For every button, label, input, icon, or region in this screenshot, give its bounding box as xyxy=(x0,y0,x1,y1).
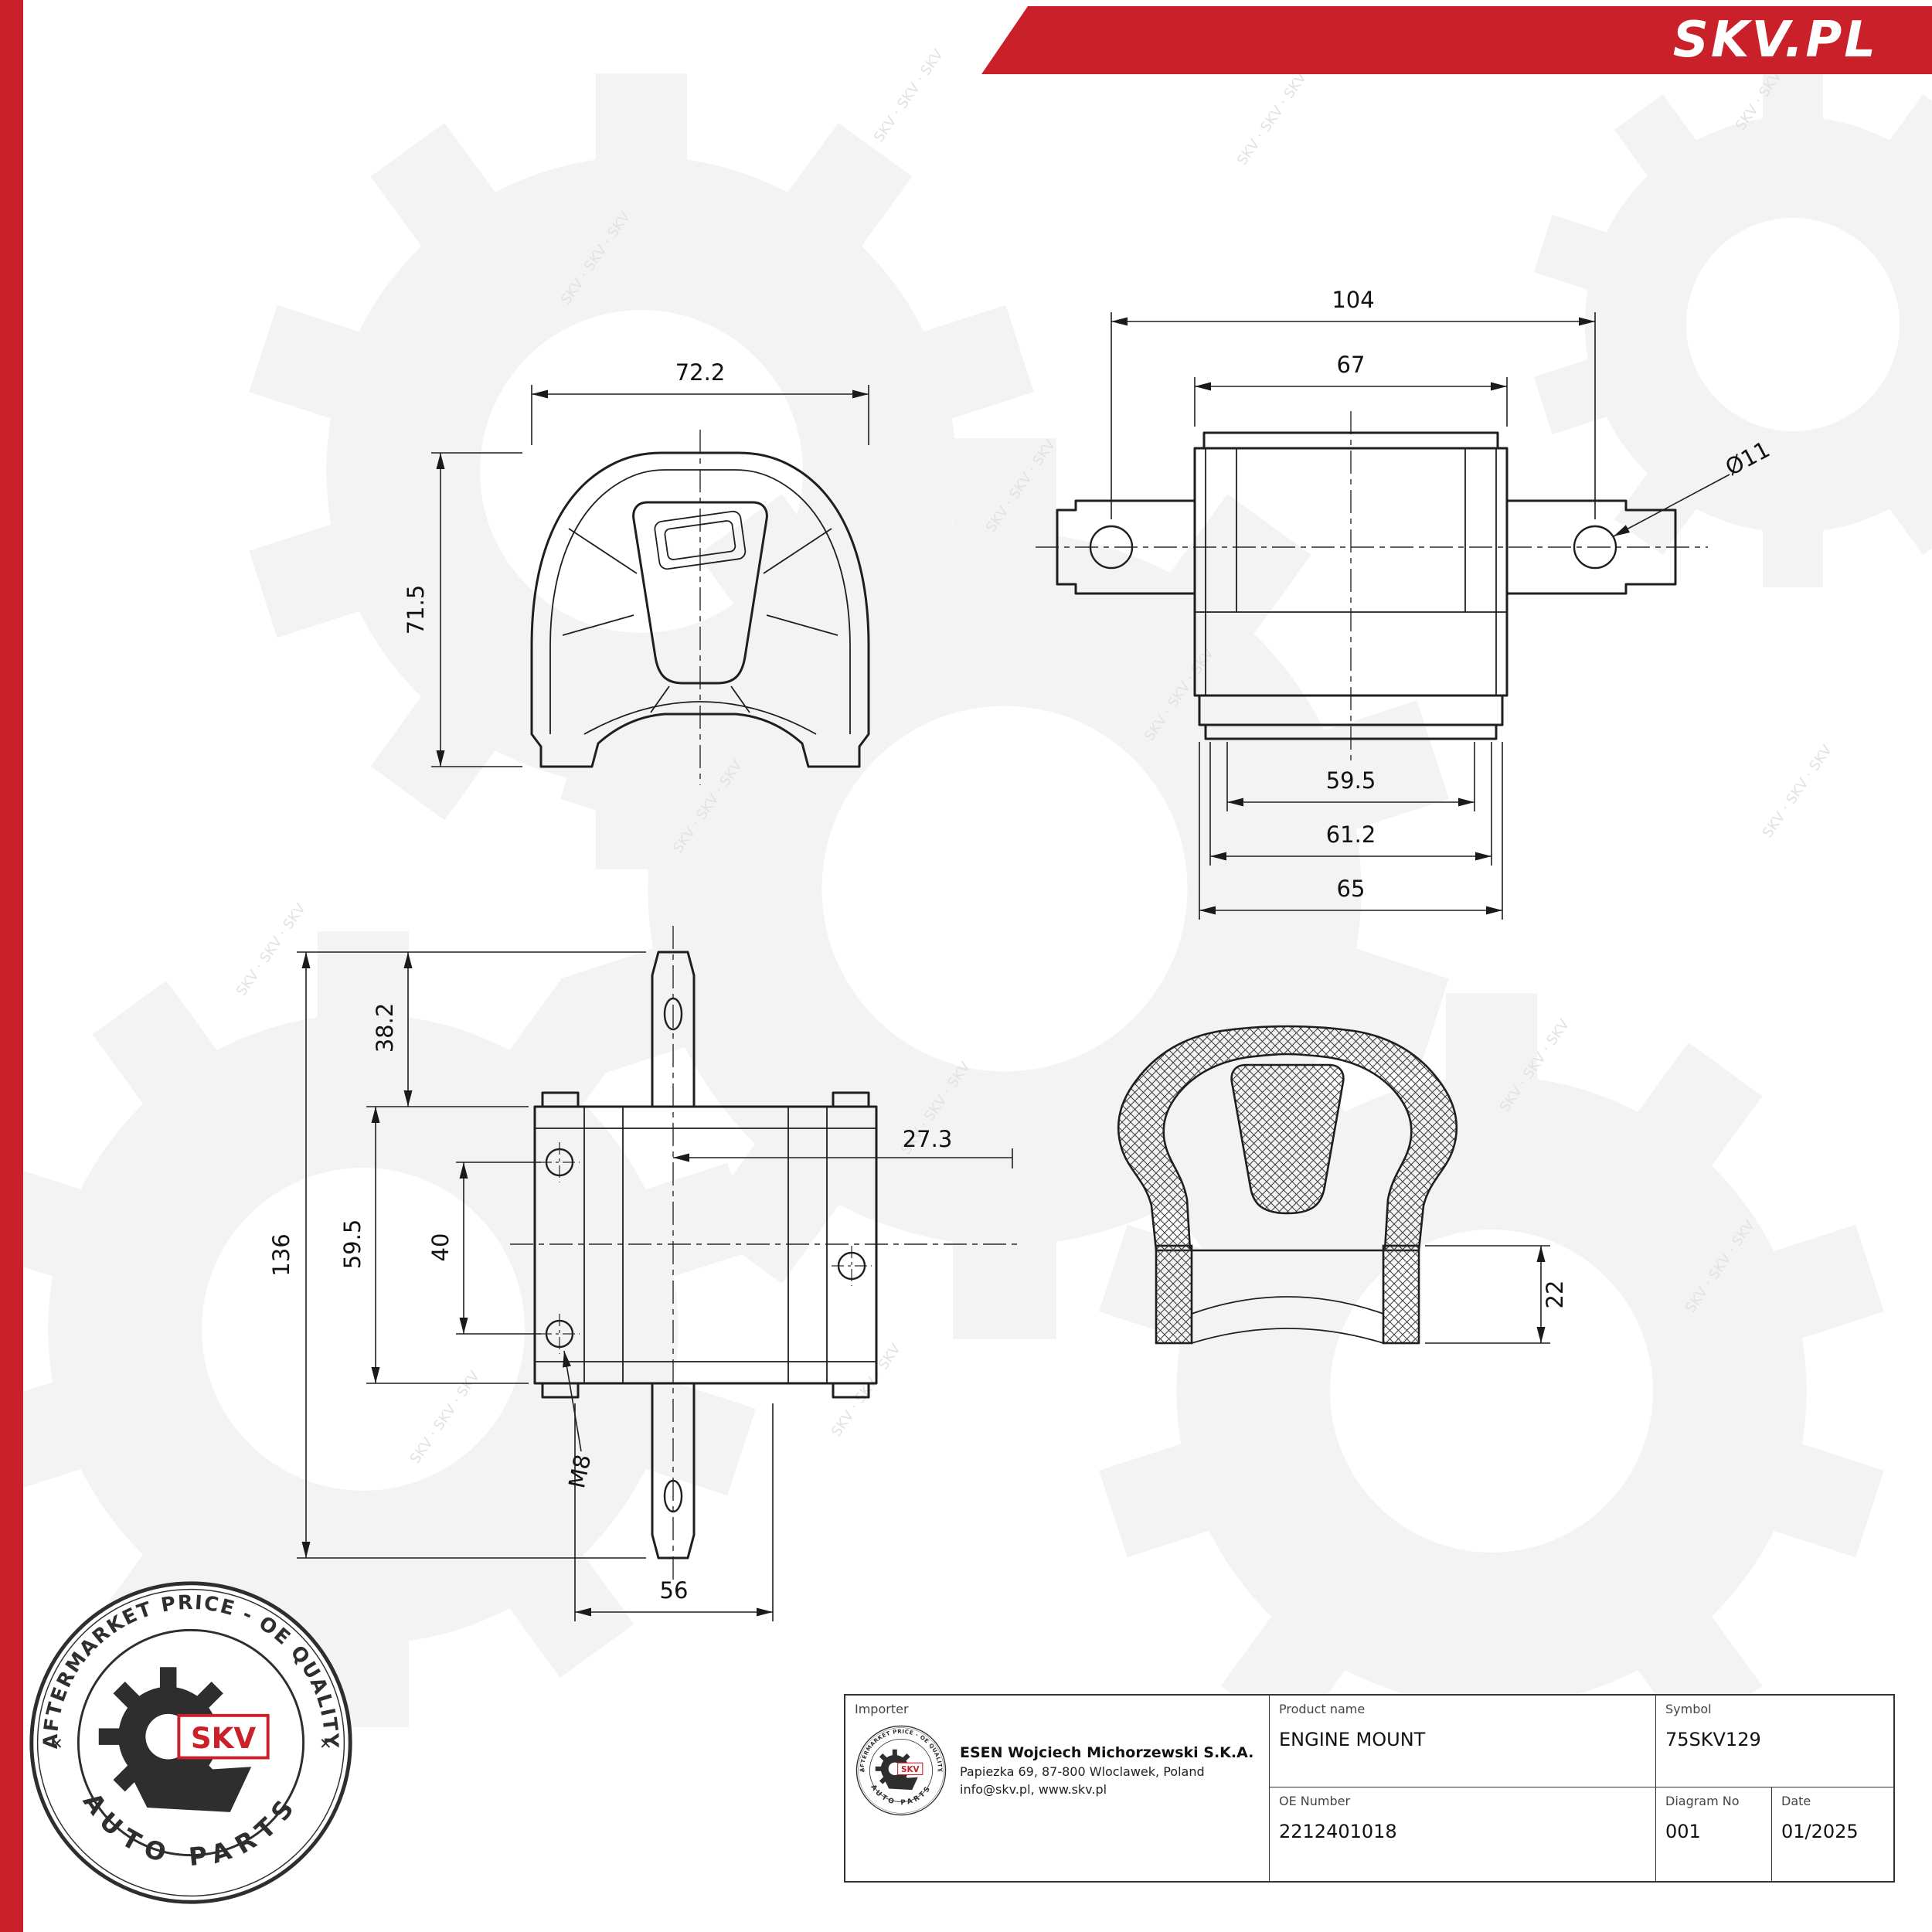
brand-logo-text: SKV.PL xyxy=(1672,12,1878,69)
dim-extension-lines xyxy=(1111,312,1596,519)
dim-section-body-height: 59.5 xyxy=(339,1219,366,1270)
leader-line xyxy=(563,1350,582,1452)
date-value: 01/2025 xyxy=(1781,1821,1859,1842)
importer-label: Importer xyxy=(855,1702,909,1716)
title-block-product-cell: Product name ENGINE MOUNT xyxy=(1269,1696,1655,1787)
front-spokes xyxy=(562,528,838,713)
side-left-hole xyxy=(1089,525,1134,570)
title-block-oe-cell: OE Number 2212401018 xyxy=(1269,1787,1655,1881)
cross-section-base-arches xyxy=(1191,1296,1384,1344)
dim-extension-lines xyxy=(297,951,646,1559)
section-top-shaft xyxy=(651,951,696,1107)
section-bottom-shaft xyxy=(651,1383,696,1560)
diagram-no-value: 001 xyxy=(1665,1821,1701,1842)
title-block-symbol-cell: Symbol 75SKV129 xyxy=(1655,1696,1893,1787)
product-name-label: Product name xyxy=(1279,1702,1366,1716)
watermark-gear xyxy=(1533,62,1932,587)
watermark-text: SKV · SKV · SKV xyxy=(871,46,947,145)
product-name-value: ENGINE MOUNT xyxy=(1279,1729,1426,1750)
watermark-text: SKV · SKV · SKV xyxy=(233,900,309,999)
dim-front-width: 72.2 xyxy=(675,359,726,386)
title-block-date-cell: Date 01/2025 xyxy=(1771,1787,1893,1881)
cross-section-wall xyxy=(1117,1025,1458,1252)
dim-section-base-width: 56 xyxy=(660,1577,689,1604)
section-inner-lines xyxy=(535,1107,876,1383)
section-view: 136 38.2 59.5 40 27.3 M8 56 xyxy=(268,926,1020,1621)
brand-stamp-small xyxy=(855,1725,947,1816)
dim-side-outer-width: 65 xyxy=(1337,876,1366,902)
dim-side-body-width: 67 xyxy=(1337,352,1366,378)
importer-address: Papiezka 69, 87-800 Wloclawek, Poland xyxy=(960,1764,1205,1779)
watermark-layer: SKV · SKV · SKV SKV · SKV · SKV SKV · SK… xyxy=(0,35,1932,1789)
importer-contact: info@skv.pl, www.skv.pl xyxy=(960,1782,1107,1797)
cross-section-core xyxy=(1230,1063,1345,1215)
hole-center-marks xyxy=(832,1246,872,1286)
front-view: 72.2 71.5 xyxy=(403,359,870,785)
dim-extension-lines xyxy=(1199,742,1503,920)
section-tabs xyxy=(541,1091,870,1399)
title-block-importer-cell: Importer ESEN Wojciech Michorzewski S.K.… xyxy=(845,1696,1269,1881)
importer-name: ESEN Wojciech Michorzewski S.K.A. xyxy=(960,1744,1254,1761)
dim-front-height: 71.5 xyxy=(403,585,429,635)
brand-stamp xyxy=(25,1577,357,1909)
front-base-arch xyxy=(583,701,817,735)
side-view: 104 67 Ø11 59.5 61.2 65 xyxy=(1036,287,1774,920)
brand-banner: SKV.PL xyxy=(981,6,1932,74)
dim-extension-lines xyxy=(1425,1245,1550,1344)
dim-side-inner-width: 59.5 xyxy=(1326,767,1376,794)
symbol-value: 75SKV129 xyxy=(1665,1729,1761,1750)
dim-extension-lines xyxy=(1209,742,1492,866)
side-centerlines xyxy=(1036,411,1708,764)
cross-section-view: 22 xyxy=(1117,1025,1568,1345)
front-outer-outline xyxy=(530,451,870,768)
side-inner-lines xyxy=(1195,448,1507,696)
cross-section-right-leg xyxy=(1382,1244,1420,1345)
oe-number-label: OE Number xyxy=(1279,1794,1351,1808)
dim-section-total-height: 136 xyxy=(268,1233,294,1276)
dim-extension-lines xyxy=(574,1403,774,1621)
dim-side-mid-width: 61.2 xyxy=(1326,821,1376,848)
dim-section-center-offset: 27.3 xyxy=(903,1126,953,1152)
dim-section-top-offset: 38.2 xyxy=(372,1003,398,1053)
side-left-arm xyxy=(1056,499,1196,595)
watermark-text: SKV · SKV · SKV xyxy=(1234,70,1310,168)
section-body xyxy=(533,1105,878,1385)
date-label: Date xyxy=(1781,1794,1811,1808)
hole-center-marks xyxy=(539,1142,580,1182)
front-inner-contour xyxy=(549,469,851,734)
symbol-label: Symbol xyxy=(1665,1702,1712,1716)
section-top-shaft-hole xyxy=(663,997,683,1031)
side-right-hole xyxy=(1573,525,1617,570)
title-block-diagram-cell: Diagram No 001 xyxy=(1655,1787,1771,1881)
diagram-no-label: Diagram No xyxy=(1665,1794,1740,1808)
dim-section-hole-spacing: 40 xyxy=(427,1233,454,1262)
front-core-slot xyxy=(654,510,747,570)
dim-extension-lines xyxy=(431,452,522,767)
dim-cross-section-leg-height: 22 xyxy=(1542,1281,1568,1309)
dim-side-overall-width: 104 xyxy=(1332,287,1374,313)
dim-extension-lines xyxy=(456,1162,541,1335)
leader-line xyxy=(1613,474,1730,537)
side-bottom-lip xyxy=(1204,723,1498,740)
side-right-arm xyxy=(1505,499,1677,595)
hole-center-marks xyxy=(539,1314,580,1354)
front-core-outline xyxy=(632,501,768,685)
section-centerlines xyxy=(510,926,1020,1583)
cross-section-left-leg xyxy=(1155,1244,1193,1345)
section-bottom-shaft-hole xyxy=(663,1479,683,1513)
oe-number-value: 2212401018 xyxy=(1279,1821,1397,1842)
title-block: Importer ESEN Wojciech Michorzewski S.K.… xyxy=(844,1694,1895,1883)
left-accent-stripe xyxy=(0,0,23,1932)
watermark-text: SKV · SKV · SKV xyxy=(828,1341,904,1440)
watermark-text: SKV · SKV · SKV xyxy=(1760,742,1835,841)
